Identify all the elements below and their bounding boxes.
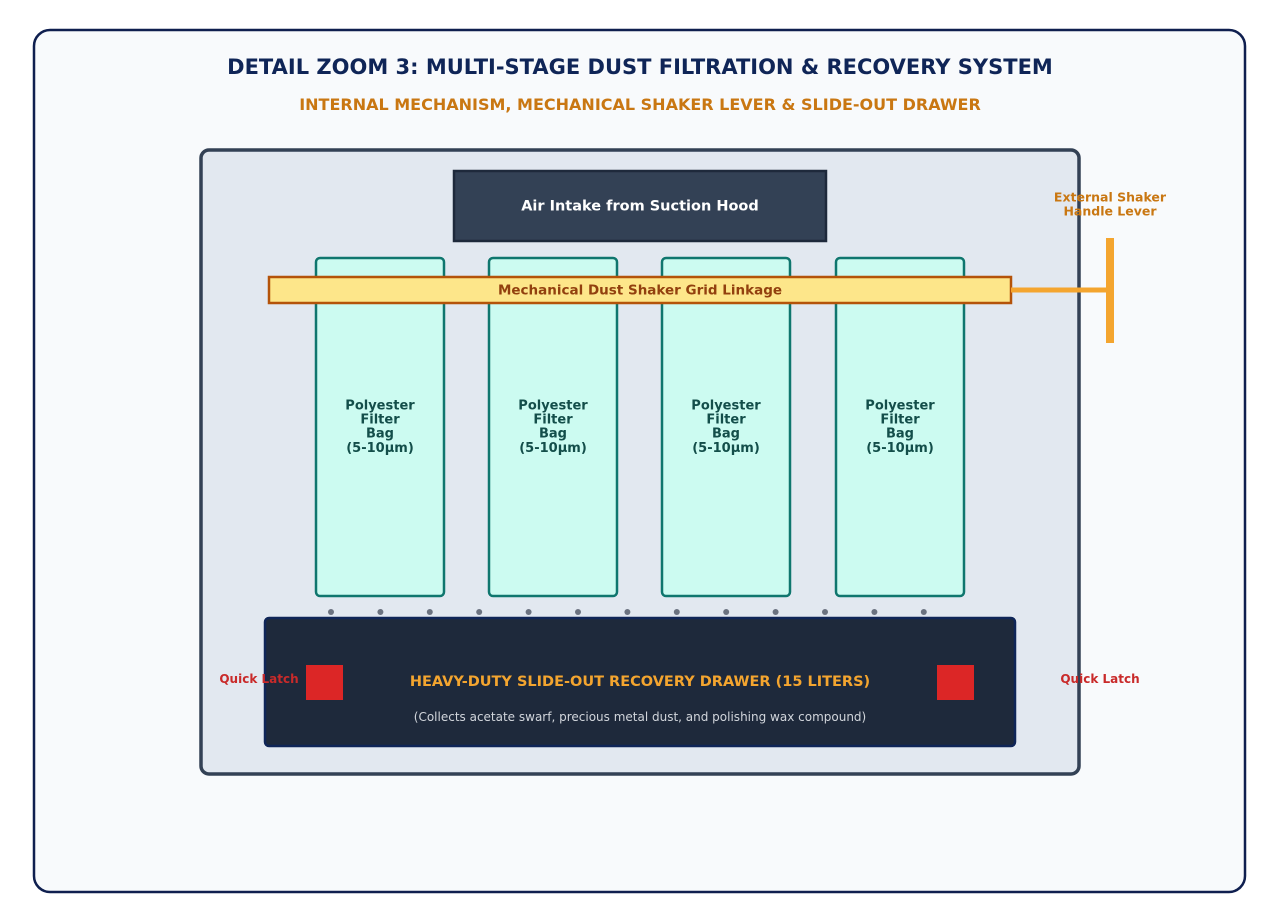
filter-bag-label: (5-10µm) <box>519 441 587 456</box>
dust-particle <box>772 609 779 615</box>
dust-particle <box>426 609 433 615</box>
diagram-subtitle: INTERNAL MECHANISM, MECHANICAL SHAKER LE… <box>299 95 981 114</box>
filter-bag-body <box>660 256 792 598</box>
filter-bag-label: Polyester <box>518 399 588 414</box>
filter-bag-label: (5-10µm) <box>346 441 414 456</box>
dust-particle <box>871 609 878 615</box>
dust-particle <box>673 609 680 615</box>
filter-bags: PolyesterFilterBag(5-10µm)PolyesterFilte… <box>314 256 966 598</box>
air-intake: Air Intake from Suction Hood <box>452 169 828 243</box>
shaker-lever-label-line1: External Shaker <box>1054 190 1167 205</box>
right-quick-latch-label: Quick Latch <box>1060 672 1139 686</box>
air-intake-label: Air Intake from Suction Hood <box>521 199 759 215</box>
filter-bag-label: Filter <box>533 413 573 428</box>
diagram-title: DETAIL ZOOM 3: MULTI-STAGE DUST FILTRATI… <box>227 55 1053 79</box>
dust-particle <box>723 609 730 615</box>
filter-bag-label: Bag <box>886 427 914 442</box>
recovery-drawer-title: HEAVY-DUTY SLIDE-OUT RECOVERY DRAWER (15… <box>410 674 870 690</box>
dust-particle <box>476 609 483 615</box>
recovery-drawer-note: (Collects acetate swarf, precious metal … <box>414 710 866 724</box>
dust-particle <box>525 609 532 615</box>
left-quick-latch[interactable] <box>306 665 343 700</box>
filter-bag-label: Polyester <box>865 399 935 414</box>
recovery-drawer-body[interactable] <box>263 616 1017 748</box>
filter-bag-label: (5-10µm) <box>692 441 760 456</box>
dust-particle <box>328 609 334 615</box>
filter-bag-label: Filter <box>706 413 746 428</box>
filter-bag-label: Bag <box>712 427 740 442</box>
air-intake-box <box>452 169 828 243</box>
dust-particle <box>624 609 631 615</box>
dust-particle <box>822 609 828 615</box>
filter-bag-body <box>314 256 446 598</box>
shaker-linkage-bar <box>267 275 1013 305</box>
filter-bag-body <box>487 256 619 598</box>
left-quick-latch-label: Quick Latch <box>219 672 298 686</box>
filter-bag-label: Filter <box>360 413 400 428</box>
shaker-lever-label-line2: Handle Lever <box>1063 204 1157 219</box>
filter-bag-body <box>834 256 966 598</box>
filter-bag-label: Polyester <box>345 399 415 414</box>
dust-particle <box>920 609 927 615</box>
filter-bag-label: Filter <box>880 413 920 428</box>
shaker-linkage: Mechanical Dust Shaker Grid Linkage <box>267 275 1013 305</box>
dust-particle <box>377 609 384 615</box>
filter-bag-label: (5-10µm) <box>866 441 934 456</box>
shaker-lever[interactable] <box>1011 238 1114 343</box>
filter-bag-label: Bag <box>539 427 567 442</box>
right-quick-latch[interactable] <box>937 665 974 700</box>
filter-bag-label: Bag <box>366 427 394 442</box>
filter-bag-label: Polyester <box>691 399 761 414</box>
dust-particle <box>575 609 581 615</box>
recovery-drawer[interactable]: HEAVY-DUTY SLIDE-OUT RECOVERY DRAWER (15… <box>263 616 1017 748</box>
shaker-linkage-label: Mechanical Dust Shaker Grid Linkage <box>498 283 782 299</box>
